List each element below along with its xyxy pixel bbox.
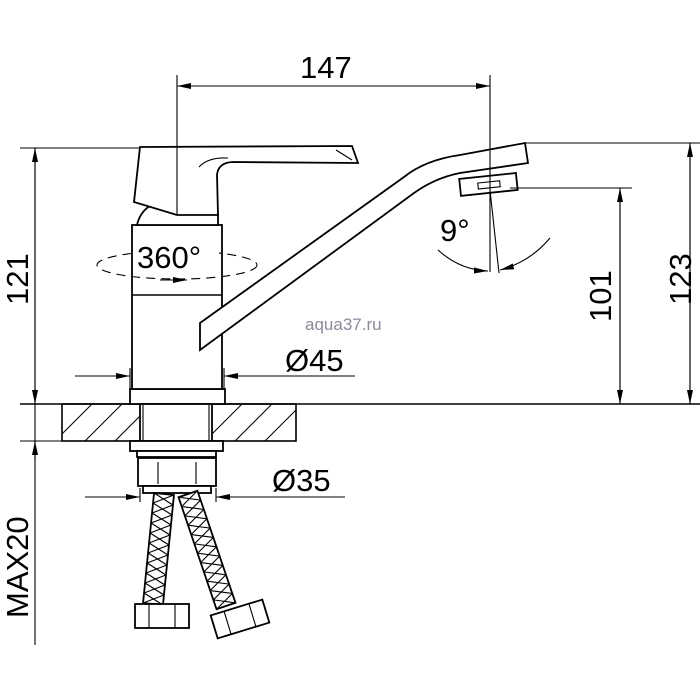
- dimension-aerator-angle: 9°: [437, 189, 551, 274]
- rotation-annotation: 360°: [96, 240, 258, 283]
- hatch-line: [84, 403, 123, 442]
- hatch-line: [61, 403, 93, 435]
- hose-nut-right: [209, 598, 271, 640]
- watermark: aqua37.ru: [305, 315, 382, 334]
- dimension-label-101: 101: [583, 270, 618, 322]
- dimension-label-d35: Ø35: [272, 463, 331, 498]
- lever-handle: [133, 145, 360, 216]
- dimension-label-d45: Ø45: [285, 343, 344, 378]
- hatch-line: [211, 403, 243, 435]
- aerator: [458, 172, 519, 197]
- mounting-stud: [129, 403, 224, 494]
- dimension-outlet-height: 101: [510, 187, 632, 404]
- mounting-nut: [137, 457, 217, 487]
- angle-label: 9°: [440, 213, 470, 248]
- handle-curve: [198, 157, 229, 168]
- dimension-max-thickness: MAX20: [0, 404, 62, 645]
- hose-left: [142, 492, 175, 606]
- dimension-label-max20: MAX20: [0, 516, 35, 618]
- dimension-label-121: 121: [0, 253, 35, 305]
- dimension-total-height: 123: [525, 142, 700, 404]
- dimension-label-147: 147: [300, 50, 352, 85]
- hatch-line: [264, 409, 297, 442]
- countertop: [20, 403, 700, 442]
- dimension-stud-diameter: Ø35: [85, 463, 345, 502]
- hatch-line: [234, 403, 273, 442]
- dimension-spout-reach: 147: [176, 50, 491, 272]
- dimension-body-height: 121: [0, 147, 140, 404]
- dimension-body-diameter: Ø45: [75, 343, 355, 390]
- hatch-line: [294, 439, 297, 442]
- hatch-line: [114, 415, 141, 442]
- body-base: [129, 388, 226, 405]
- spout: [199, 141, 530, 352]
- hose-nut-left: [134, 603, 190, 629]
- supply-hoses: [134, 489, 271, 640]
- rotation-label: 360°: [137, 240, 201, 275]
- faucet-body: [129, 205, 226, 405]
- hose-right: [177, 489, 237, 611]
- handle-tip-line: [335, 149, 353, 161]
- dimension-label-123: 123: [663, 253, 698, 305]
